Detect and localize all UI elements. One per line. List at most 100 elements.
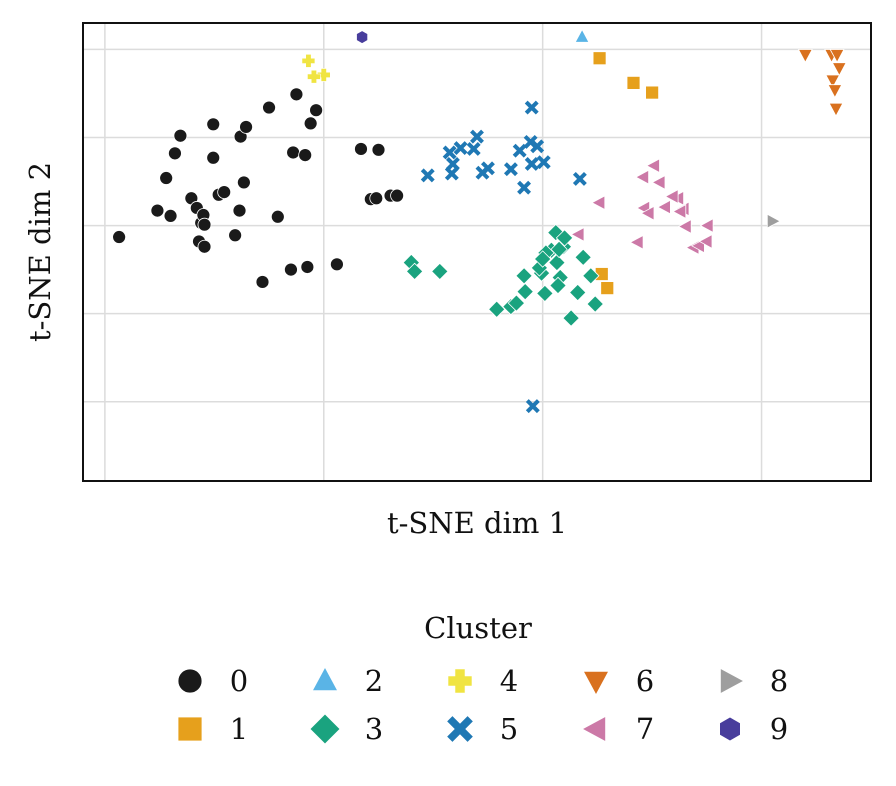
cluster-0-point xyxy=(173,128,188,143)
cluster-7-point xyxy=(672,204,687,219)
cluster-7-point xyxy=(664,189,679,204)
cluster-3-point xyxy=(507,294,526,312)
cluster-0-point xyxy=(270,209,285,224)
legend-label-8: 8 xyxy=(770,664,788,698)
cluster-5-point xyxy=(524,100,539,115)
cluster-0-point xyxy=(150,203,165,218)
cluster-0-point xyxy=(298,148,313,163)
legend-label-0: 0 xyxy=(230,664,248,698)
cluster-0-point xyxy=(168,146,182,161)
cluster-4-point xyxy=(301,54,316,68)
cluster-3-point xyxy=(405,262,424,281)
legend-label-7: 7 xyxy=(636,712,654,746)
y-axis-label: t-SNE dim 2 xyxy=(23,162,57,342)
cluster-6-point xyxy=(831,62,847,77)
cluster-6-point xyxy=(825,74,841,89)
cluster-0-point xyxy=(197,239,212,254)
cluster-5-point xyxy=(525,399,540,414)
cluster-9-point xyxy=(356,30,369,45)
grid-lines xyxy=(83,23,871,481)
cluster-6-point xyxy=(828,102,844,117)
cluster-3-point xyxy=(548,253,566,272)
legend-label-6: 6 xyxy=(636,664,654,698)
cluster-5-point xyxy=(524,156,539,171)
data-points xyxy=(112,28,847,414)
legend-marker-8 xyxy=(720,667,745,695)
cluster-3-point xyxy=(536,284,554,303)
cluster-7-point xyxy=(651,174,666,190)
cluster-5-point xyxy=(480,161,495,176)
cluster-0-point xyxy=(309,103,324,118)
cluster-0-point xyxy=(255,275,270,289)
cluster-0-point xyxy=(217,185,232,200)
legend-marker-2 xyxy=(311,666,339,691)
legend-title: Cluster xyxy=(424,611,532,645)
cluster-0-point xyxy=(371,142,386,157)
cluster-3-point xyxy=(488,300,506,318)
cluster-7-point xyxy=(570,226,585,242)
cluster-0-point xyxy=(286,145,301,160)
legend-marker-4 xyxy=(447,668,473,694)
x-axis-label: t-SNE dim 1 xyxy=(387,506,567,540)
cluster-0-point xyxy=(330,257,344,272)
cluster-5-point xyxy=(442,145,457,160)
legend-label-1: 1 xyxy=(230,712,248,746)
legend-label-9: 9 xyxy=(770,712,788,746)
cluster-5-point xyxy=(512,143,527,158)
legend-marker-3 xyxy=(309,713,341,745)
cluster-3-point xyxy=(574,248,592,266)
cluster-5-point xyxy=(572,171,587,186)
cluster-7-point xyxy=(640,205,655,221)
cluster-6-point xyxy=(827,84,843,99)
cluster-6-point xyxy=(797,49,813,64)
cluster-3-point xyxy=(516,282,534,301)
cluster-3-point xyxy=(515,267,533,285)
cluster-5-point xyxy=(503,162,518,177)
legend-marker-9 xyxy=(719,716,741,742)
cluster-8-point xyxy=(766,213,781,229)
cluster-5-point xyxy=(530,139,545,154)
cluster-5-point xyxy=(453,141,468,156)
cluster-0-point xyxy=(206,117,221,132)
cluster-3-point xyxy=(550,240,568,259)
legend-marker-7 xyxy=(581,715,606,743)
cluster-7-point xyxy=(591,195,606,211)
cluster-1-point xyxy=(600,281,615,296)
cluster-7-point xyxy=(677,218,692,234)
cluster-3-point xyxy=(549,276,567,295)
cluster-3-point xyxy=(533,250,552,268)
legend-marker-5 xyxy=(447,716,473,742)
cluster-0-point xyxy=(112,230,127,244)
cluster-0-point xyxy=(289,87,304,102)
cluster-0-point xyxy=(300,260,315,274)
cluster-0-point xyxy=(303,116,318,131)
cluster-5-point xyxy=(466,142,481,156)
cluster-0-point xyxy=(159,171,174,185)
cluster-0-point xyxy=(262,100,276,115)
cluster-0-point xyxy=(369,191,384,206)
cluster-3-point xyxy=(555,229,574,247)
cluster-0-point xyxy=(236,175,251,190)
cluster-7-point xyxy=(635,169,649,185)
cluster-7-point xyxy=(656,199,671,215)
cluster-5-point xyxy=(536,155,551,170)
cluster-3-point xyxy=(431,262,449,281)
cluster-0-point xyxy=(239,120,253,134)
legend-marker-6 xyxy=(582,671,610,696)
cluster-2-point xyxy=(574,28,590,43)
legend-label-5: 5 xyxy=(500,712,518,746)
cluster-3-point xyxy=(569,283,587,302)
cluster-0-point xyxy=(163,208,178,223)
legend-marker-1 xyxy=(177,716,203,742)
cluster-0-point xyxy=(390,188,405,203)
cluster-0-point xyxy=(228,228,243,243)
cluster-6-point xyxy=(829,49,845,64)
cluster-1-point xyxy=(626,75,641,90)
cluster-3-point xyxy=(562,309,580,327)
cluster-0-point xyxy=(197,217,212,232)
cluster-4-point xyxy=(316,68,331,82)
legend-label-2: 2 xyxy=(365,664,383,698)
cluster-7-point xyxy=(698,233,713,249)
